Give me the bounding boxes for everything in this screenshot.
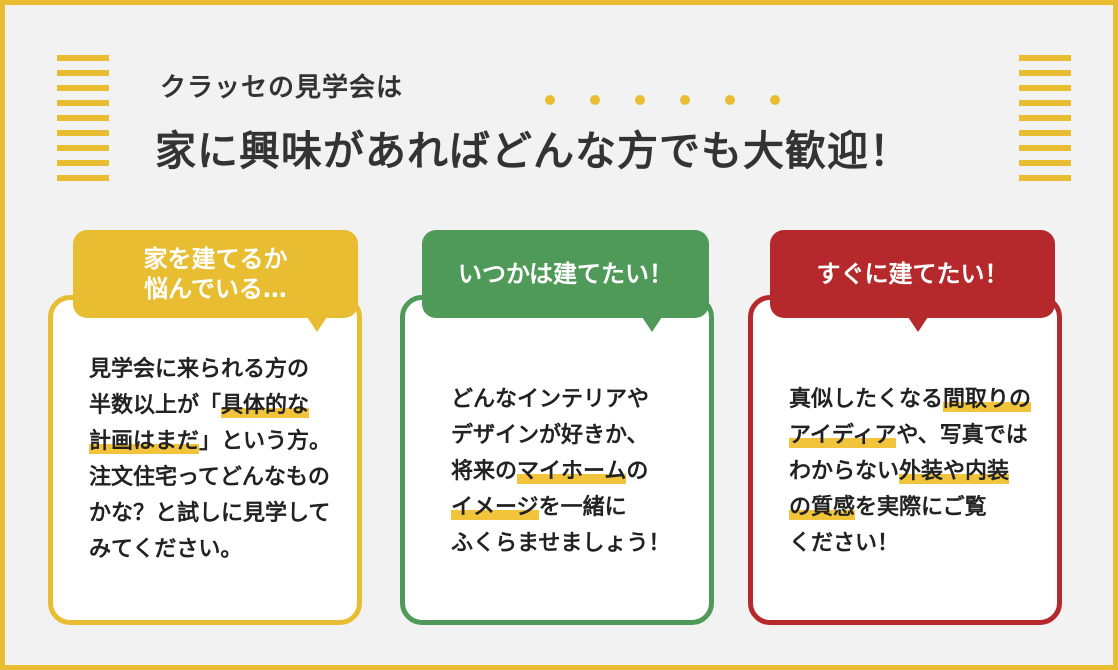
speech-bubble-soon: すぐに建てたい！ bbox=[770, 230, 1055, 332]
card-line: みてください。 bbox=[89, 532, 331, 568]
card-body: 真似したくなる間取りのアイディアや、写真ではわからない外装や内装の質感を実際にご… bbox=[789, 382, 1032, 562]
card-line: かな？と試しに見学して bbox=[89, 496, 331, 532]
card-body: どんなインテリアやデザインが好きか、将来のマイホームのイメージを一緒にふくらませ… bbox=[451, 382, 670, 562]
highlighted-text: の質感 bbox=[789, 495, 856, 520]
header-headline: 家に興味があればどんな方でも大歓迎！ bbox=[155, 127, 911, 175]
card-line: 真似したくなる間取りの bbox=[789, 382, 1032, 418]
decorative-stripes-left bbox=[57, 55, 109, 190]
card-line: わからない外装や内装 bbox=[789, 454, 1031, 490]
body-text: どんなインテリアや bbox=[451, 387, 650, 412]
highlighted-text: 具体的な bbox=[221, 393, 310, 418]
card-considering: 見学会に来られる方の半数以上が「具体的な計画はまだ」という方。注文住宅ってどんな… bbox=[48, 295, 362, 625]
card-line: ふくらませましょう！ bbox=[451, 526, 670, 562]
speech-bubble-considering: 家を建てるか悩んでいる… bbox=[73, 230, 358, 332]
card-body: 見学会に来られる方の半数以上が「具体的な計画はまだ」という方。注文住宅ってどんな… bbox=[89, 352, 331, 568]
body-text: や、写真では bbox=[896, 423, 1028, 448]
bubble-line: すぐに建てたい！ bbox=[816, 260, 1009, 288]
bubble-line: 悩んでいる… bbox=[144, 275, 287, 303]
body-text: を実際にご覧 bbox=[855, 495, 987, 520]
card-soon: 真似したくなる間取りのアイディアや、写真ではわからない外装や内装の質感を実際にご… bbox=[748, 295, 1062, 625]
card-line: 将来のマイホームの bbox=[451, 454, 670, 490]
card-line: の質感を実際にご覧 bbox=[789, 490, 1031, 526]
body-text: の bbox=[626, 459, 649, 484]
body-text: ふくらませましょう！ bbox=[451, 531, 671, 556]
speech-bubble-someday: いつかは建てたい！ bbox=[422, 230, 709, 332]
body-text: 注文住宅ってどんなもの bbox=[89, 465, 330, 490]
highlighted-text: 外装や内装 bbox=[899, 459, 1010, 484]
bubble-text: すぐに建てたい！ bbox=[817, 259, 1009, 289]
body-text: 見学会に来られる方の bbox=[89, 357, 310, 382]
highlighted-text: イメージ bbox=[451, 495, 539, 520]
card-line: アイディアや、写真では bbox=[789, 418, 1031, 454]
card-line: デザインが好きか、 bbox=[451, 418, 670, 454]
highlighted-text: 間取りの bbox=[943, 387, 1032, 412]
card-line: 見学会に来られる方の bbox=[89, 352, 331, 388]
card-line: イメージを一緒に bbox=[451, 490, 670, 526]
card-line: どんなインテリアや bbox=[451, 382, 670, 418]
bubble-line: 家を建てるか bbox=[143, 245, 288, 273]
emphasis-dots bbox=[545, 95, 795, 107]
card-line: 注文住宅ってどんなもの bbox=[89, 460, 331, 496]
body-text: 将来の bbox=[451, 459, 518, 484]
bubble-text: 家を建てるか悩んでいる… bbox=[144, 244, 288, 304]
highlighted-text: 計画はまだ bbox=[89, 429, 200, 454]
body-text: 」という方。 bbox=[199, 429, 332, 454]
bubble-line: いつかは建てたい！ bbox=[457, 260, 674, 288]
header-subtitle: クラッセの見学会は bbox=[160, 73, 404, 103]
highlighted-text: アイディア bbox=[789, 423, 897, 448]
body-text: わからない bbox=[789, 459, 900, 484]
body-text: 真似したくなる bbox=[789, 387, 944, 412]
bubble-text: いつかは建てたい！ bbox=[458, 259, 673, 289]
highlighted-text: マイホーム bbox=[517, 459, 627, 484]
card-line: ください！ bbox=[789, 526, 1031, 562]
body-text: みてください。 bbox=[89, 537, 243, 562]
body-text: ください！ bbox=[789, 531, 900, 556]
body-text: 半数以上が「 bbox=[89, 393, 222, 418]
card-line: 計画はまだ」という方。 bbox=[89, 424, 331, 460]
decorative-stripes-right bbox=[1019, 55, 1071, 190]
card-line: 半数以上が「具体的な bbox=[89, 388, 331, 424]
body-text: デザインが好きか、 bbox=[451, 423, 649, 448]
body-text: を一緒に bbox=[538, 495, 627, 520]
body-text: かな？と試しに見学して bbox=[89, 501, 331, 526]
card-someday: どんなインテリアやデザインが好きか、将来のマイホームのイメージを一緒にふくらませ… bbox=[400, 295, 714, 625]
